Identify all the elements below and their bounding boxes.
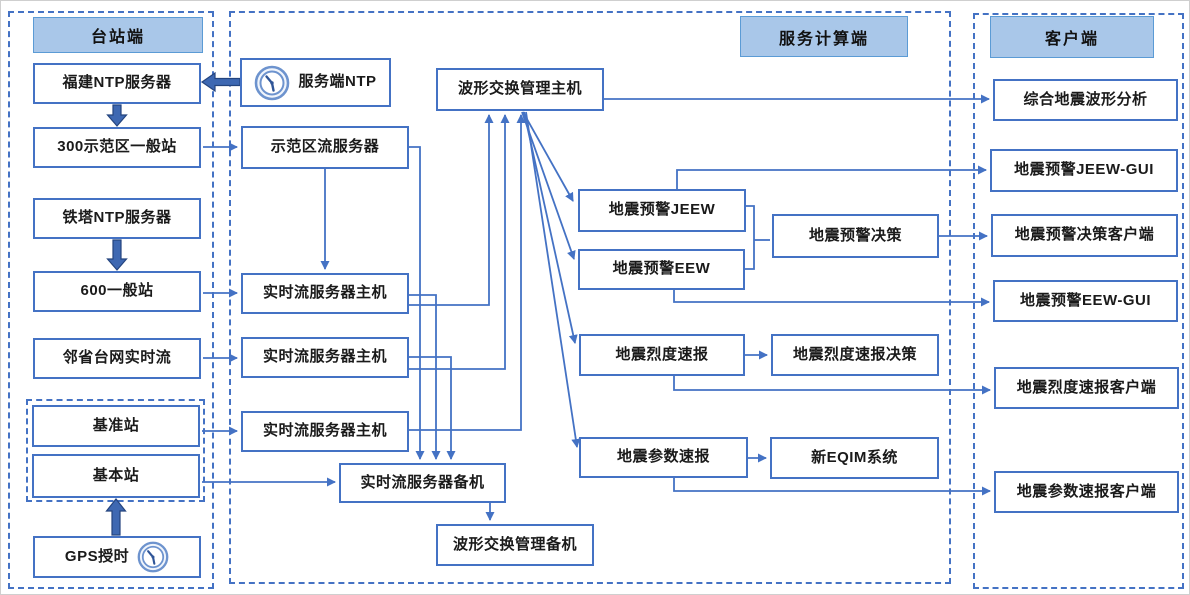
node-intensity-client: 地震烈度速报客户端 <box>994 367 1179 409</box>
node-intensity-decision: 地震烈度速报决策 <box>771 334 939 376</box>
node-server-ntp: 服务端NTP <box>240 58 391 107</box>
node-wave-exchange-main: 波形交换管理主机 <box>436 68 604 111</box>
node-label: GPS授时 <box>64 547 130 565</box>
node-eew-eew: 地震预警EEW <box>578 249 745 290</box>
node-tower-ntp: 铁塔NTP服务器 <box>33 198 201 239</box>
node-rt-server-backup: 实时流服务器备机 <box>339 463 506 503</box>
node-wave-analysis: 综合地震波形分析 <box>993 79 1178 121</box>
node-rt-server-1: 实时流服务器主机 <box>241 273 409 314</box>
node-wave-exchange-backup: 波形交换管理备机 <box>436 524 594 566</box>
node-param-report: 地震参数速报 <box>579 437 748 478</box>
node-base-ref: 基准站 <box>32 405 200 447</box>
node-intensity-report: 地震烈度速报 <box>579 334 745 376</box>
node-rt-server-3: 实时流服务器主机 <box>241 411 409 452</box>
panel-client-header: 客户端 <box>990 16 1154 58</box>
node-param-client: 地震参数速报客户端 <box>994 471 1179 513</box>
node-jeew-gui: 地震预警JEEW-GUI <box>990 149 1178 192</box>
node-neighbor-stream: 邻省台网实时流 <box>33 338 201 379</box>
node-rt-server-2: 实时流服务器主机 <box>241 337 409 378</box>
node-decision-client: 地震预警决策客户端 <box>991 214 1178 257</box>
clock-icon <box>137 541 169 573</box>
node-demo-300: 300示范区一般站 <box>33 127 201 168</box>
node-base-basic: 基本站 <box>32 454 200 498</box>
node-eew-decision: 地震预警决策 <box>772 214 939 258</box>
panel-station-header: 台站端 <box>33 17 203 53</box>
node-eew-gui: 地震预警EEW-GUI <box>993 280 1178 322</box>
panel-station <box>8 11 214 589</box>
clock-icon <box>255 65 290 100</box>
node-gps-timing: GPS授时 <box>33 536 201 578</box>
node-general-600: 600一般站 <box>33 271 201 312</box>
node-new-eqim: 新EQIM系统 <box>770 437 939 479</box>
node-fujian-ntp: 福建NTP服务器 <box>33 63 201 104</box>
panel-service-header: 服务计算端 <box>740 16 908 57</box>
node-demo-stream-server: 示范区流服务器 <box>241 126 409 169</box>
node-eew-jeew: 地震预警JEEW <box>578 189 746 232</box>
node-label: 服务端NTP <box>298 73 377 91</box>
